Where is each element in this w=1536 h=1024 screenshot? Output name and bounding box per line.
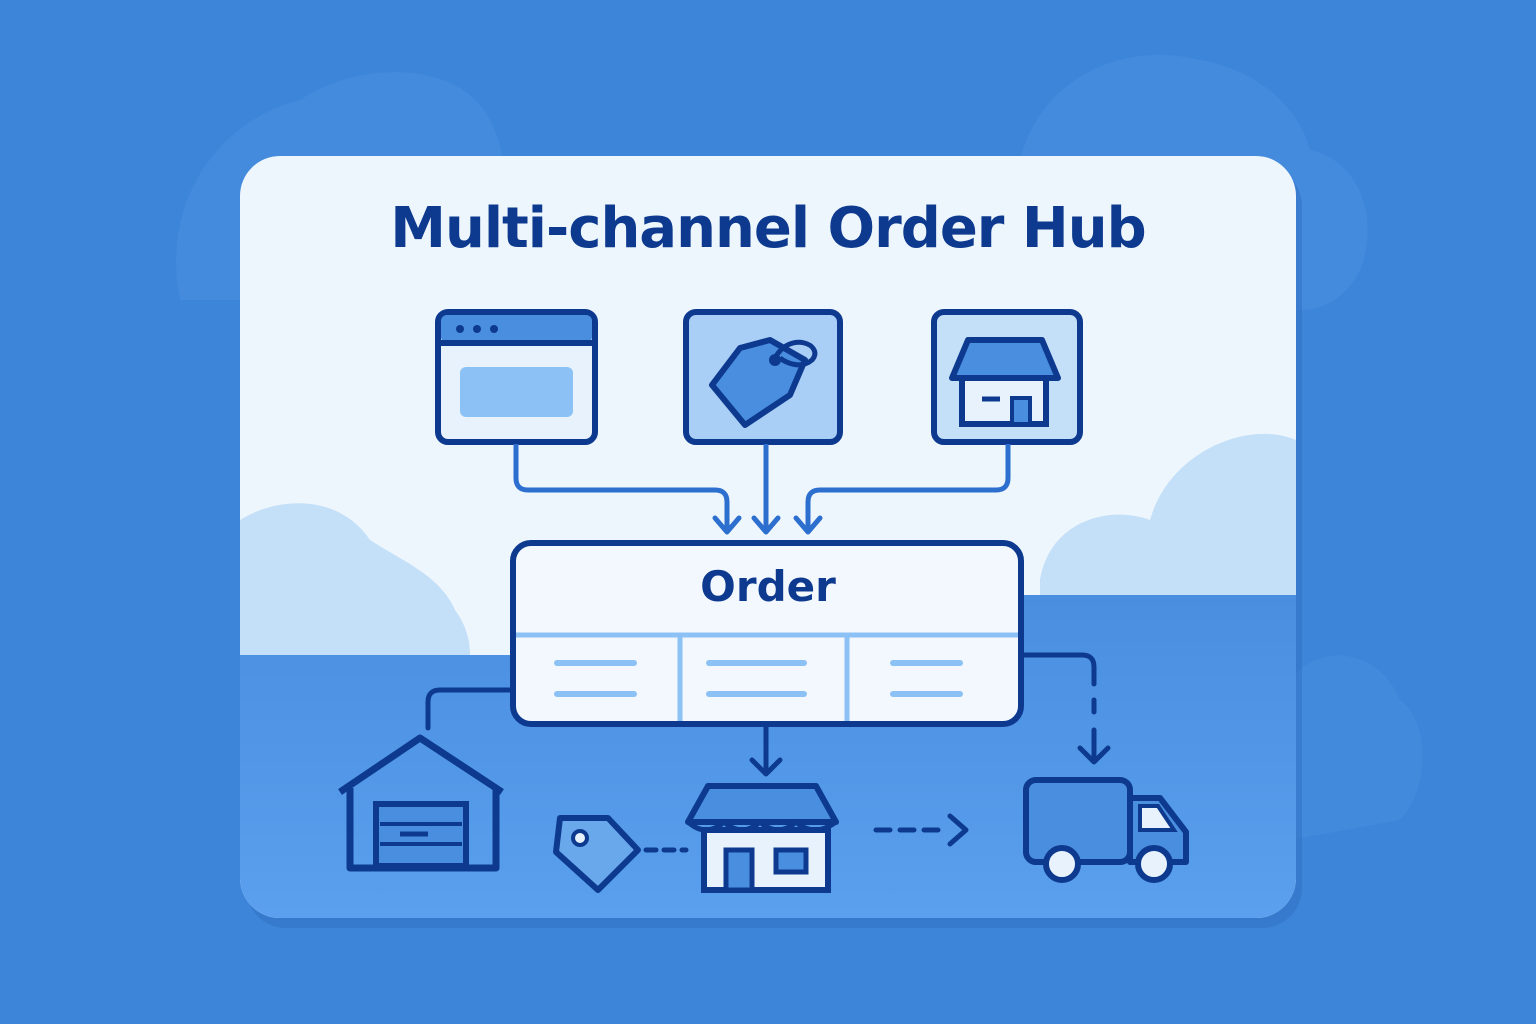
order-hub xyxy=(510,540,1024,727)
store-front-icon xyxy=(931,309,1083,445)
price-tag-icon xyxy=(683,309,843,445)
browser-window-icon xyxy=(435,309,598,445)
page-title: Multi-channel Order Hub xyxy=(390,196,1146,261)
order-hub-label: Order xyxy=(700,562,836,611)
delivery-truck-icon xyxy=(1023,777,1189,883)
source-arrowheads xyxy=(712,515,823,535)
tag-icon xyxy=(553,815,641,893)
warehouse-icon xyxy=(338,734,504,872)
output-connectors xyxy=(425,652,1111,853)
retail-store-icon xyxy=(685,783,839,893)
source-connectors xyxy=(513,444,1011,528)
hub-row-lines xyxy=(554,660,963,697)
